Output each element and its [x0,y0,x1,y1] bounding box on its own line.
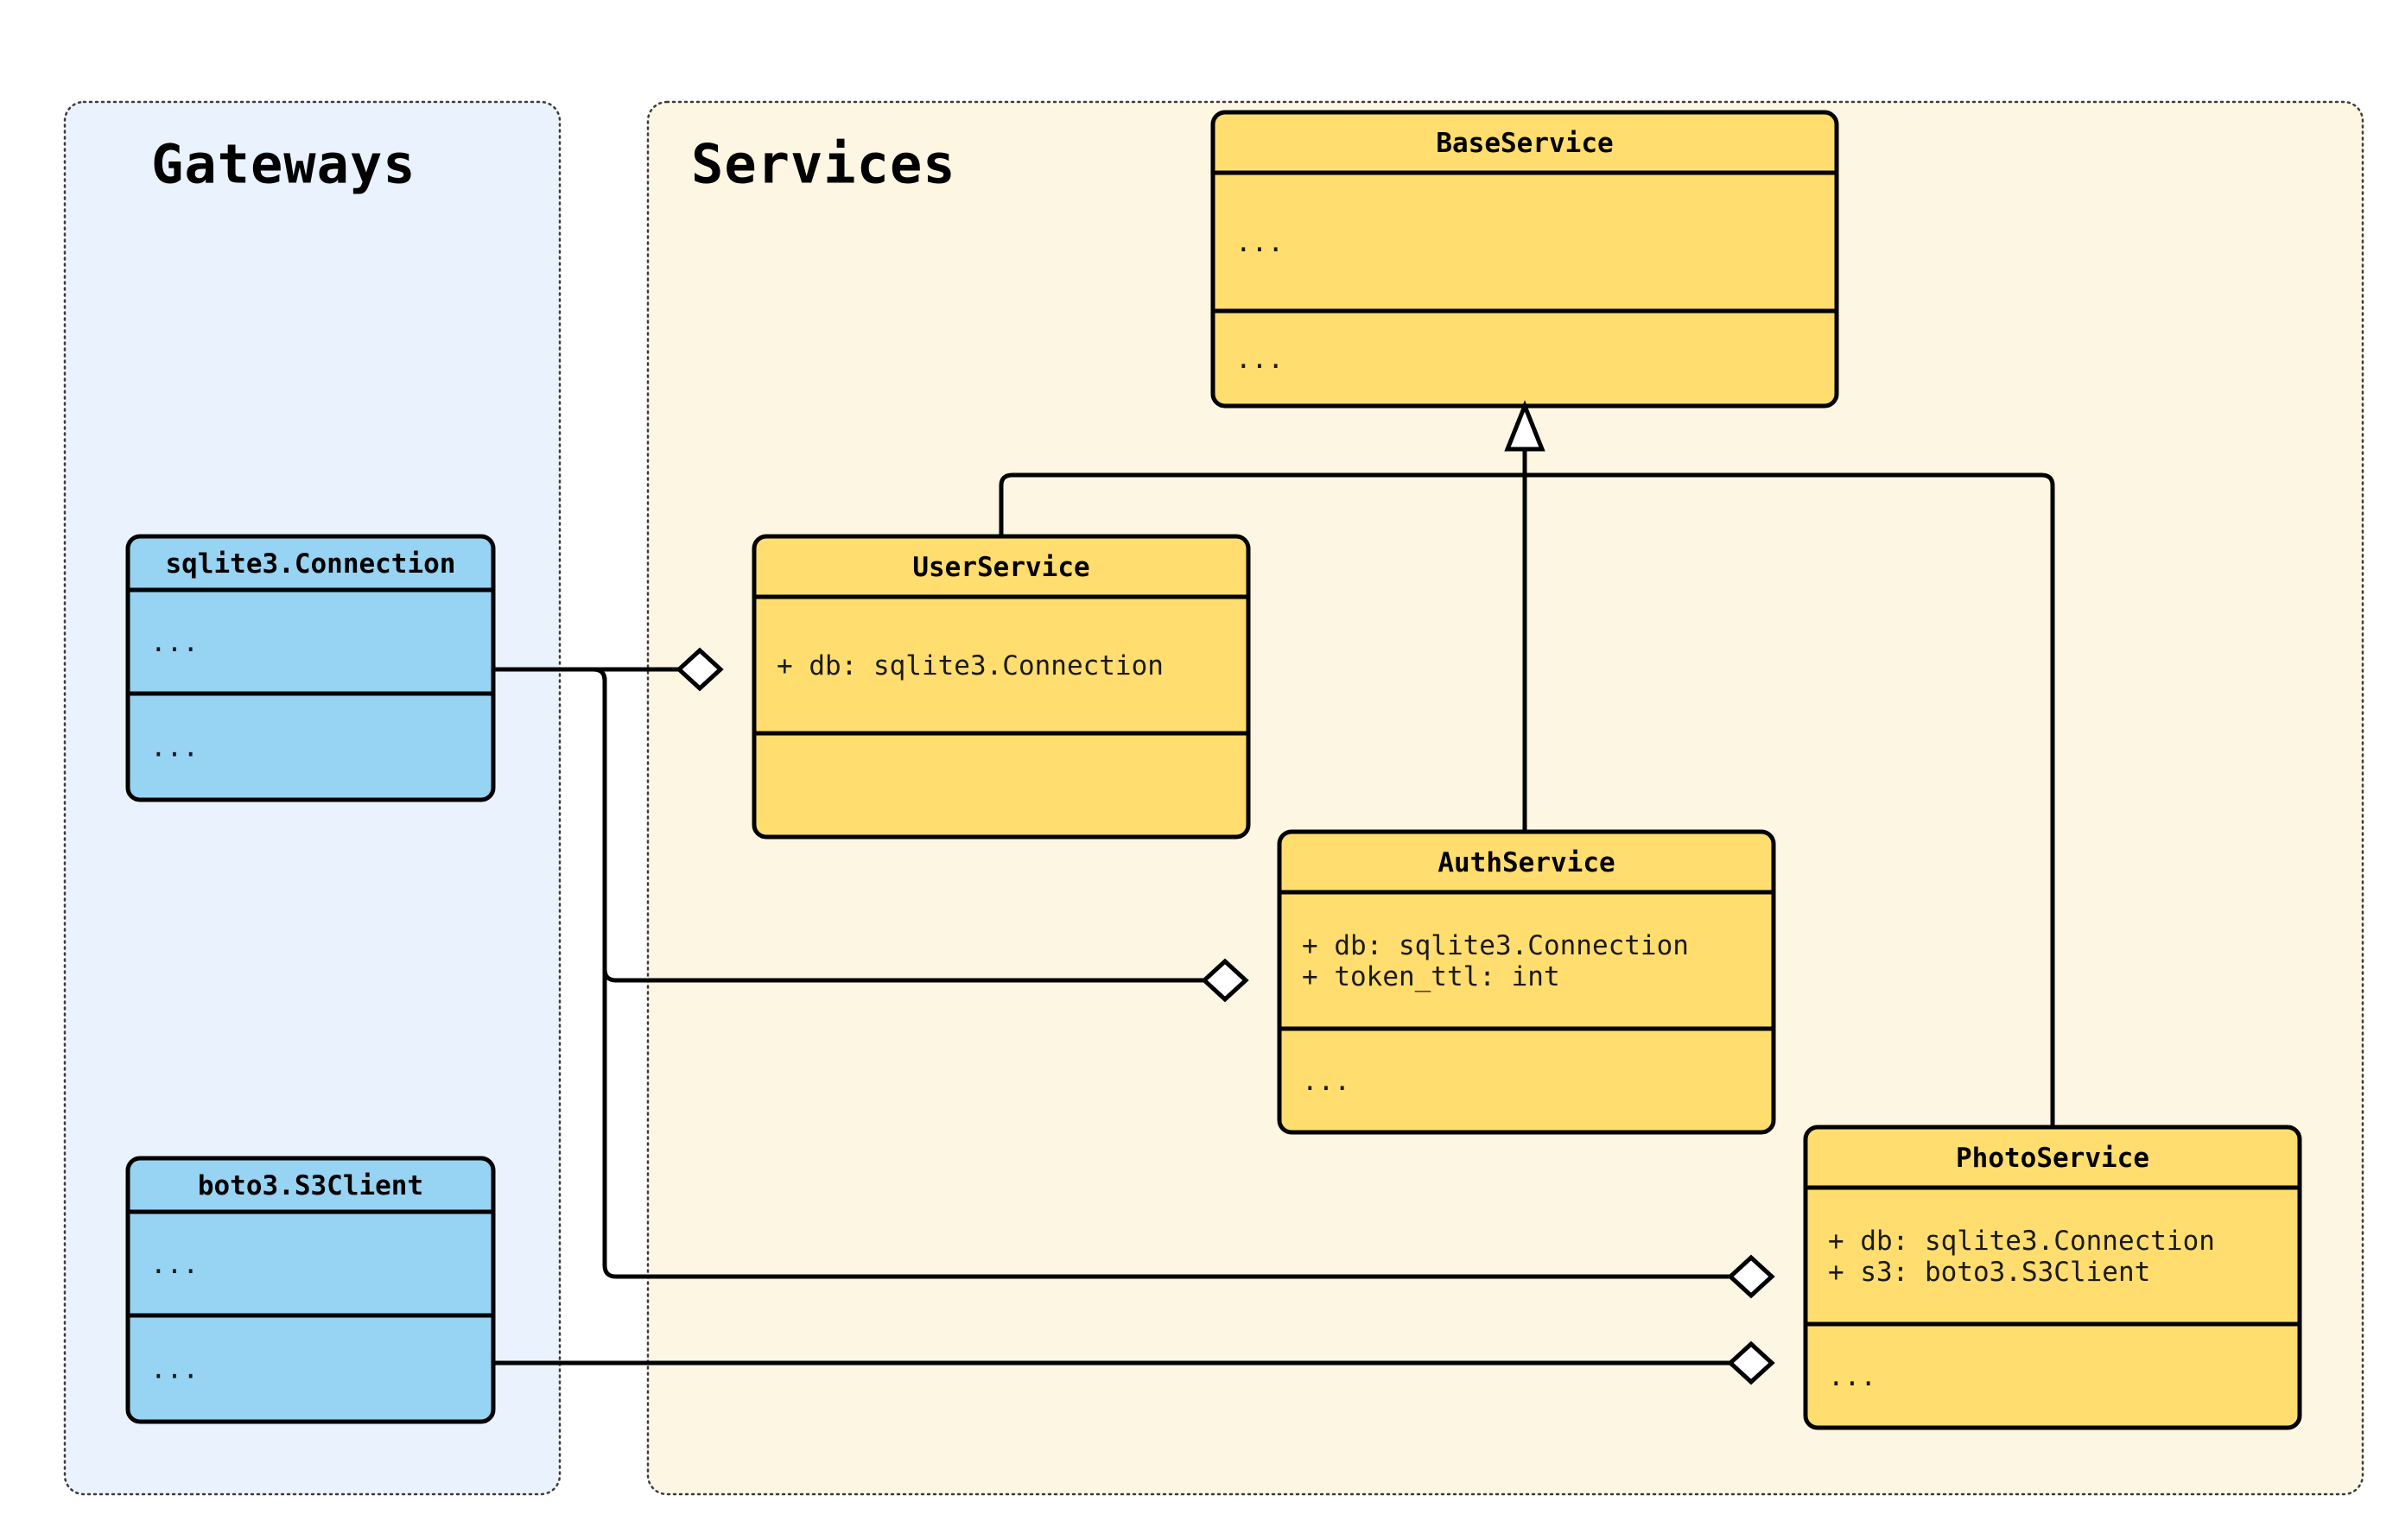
class-method-baseservice-0: ... [1235,344,1284,375]
class-frame-authservice [1277,829,1776,1135]
class-frame-boto3s3client [125,1156,496,1424]
class-box-boto3s3client[interactable]: boto3.S3Client...... [125,1156,496,1424]
relation-markers-layer [676,400,1775,1385]
class-method-authservice-0: ... [1302,1066,1350,1097]
class-box-sqlite3connection[interactable]: sqlite3.Connection...... [125,534,496,802]
classes-layer: BaseService...... UserService + db: sqlite… [125,110,2302,1430]
aggregation-diamond-photoservice-aggregates-boto3s3client [1727,1340,1775,1385]
class-name-userservice: UserService [912,552,1089,583]
inheritance-arrow-userservice-inherits-baseservice [1504,400,1545,452]
class-frame-photoservice [1803,1125,2302,1430]
class-attribute-userservice-0: + db: sqlite3.Connection [777,650,1164,681]
class-frame-sqlite3connection [125,534,496,802]
class-attribute-authservice-1: + token_ttl: int [1302,961,1560,992]
class-attribute-photoservice-0: + db: sqlite3.Connection [1828,1226,2215,1257]
class-box-userservice[interactable]: UserService + db: sqlite3.Connection [752,534,1251,840]
aggregation-diamond-photoservice-aggregates-sqlite3connection [1727,1254,1775,1299]
class-name-photoservice: PhotoService [1956,1143,2149,1174]
edge-photoservice-aggregates-sqlite3connection[interactable] [493,667,1772,1279]
class-name-baseservice: BaseService [1436,128,1613,159]
aggregation-diamond-authservice-aggregates-sqlite3connection [1201,958,1249,1003]
class-attribute-baseservice-0: ... [1235,227,1284,258]
class-box-baseservice[interactable]: BaseService...... [1210,110,1839,409]
package-title-gateways: Gateways [151,132,416,195]
aggregation-diamond-userservice-aggregates-sqlite3connection [676,647,724,692]
class-attribute-sqlite3connection-0: ... [150,627,199,658]
class-method-boto3s3client-0: ... [150,1354,199,1385]
class-method-sqlite3connection-0: ... [150,732,199,764]
class-attribute-photoservice-1: + s3: boto3.S3Client [1828,1257,2150,1288]
class-name-boto3s3client: boto3.S3Client [198,1170,423,1201]
class-attribute-boto3s3client-0: ... [150,1249,199,1280]
class-name-sqlite3connection: sqlite3.Connection [166,548,456,580]
class-method-photoservice-0: ... [1828,1361,1876,1392]
class-name-authservice: AuthService [1437,847,1615,878]
class-box-authservice[interactable]: AuthService + db: sqlite3.Connection+ tok… [1277,829,1776,1135]
class-attribute-authservice-0: + db: sqlite3.Connection [1302,930,1689,961]
edge-photoservice-inherits-baseservice[interactable] [1525,472,2055,1127]
class-box-photoservice[interactable]: PhotoService + db: sqlite3.Connection+ s3… [1803,1125,2302,1430]
relations-layer [493,432,2055,1366]
class-frame-userservice [752,534,1251,840]
edge-userservice-inherits-baseservice[interactable] [999,472,1525,536]
package-title-services: Services [691,132,956,195]
